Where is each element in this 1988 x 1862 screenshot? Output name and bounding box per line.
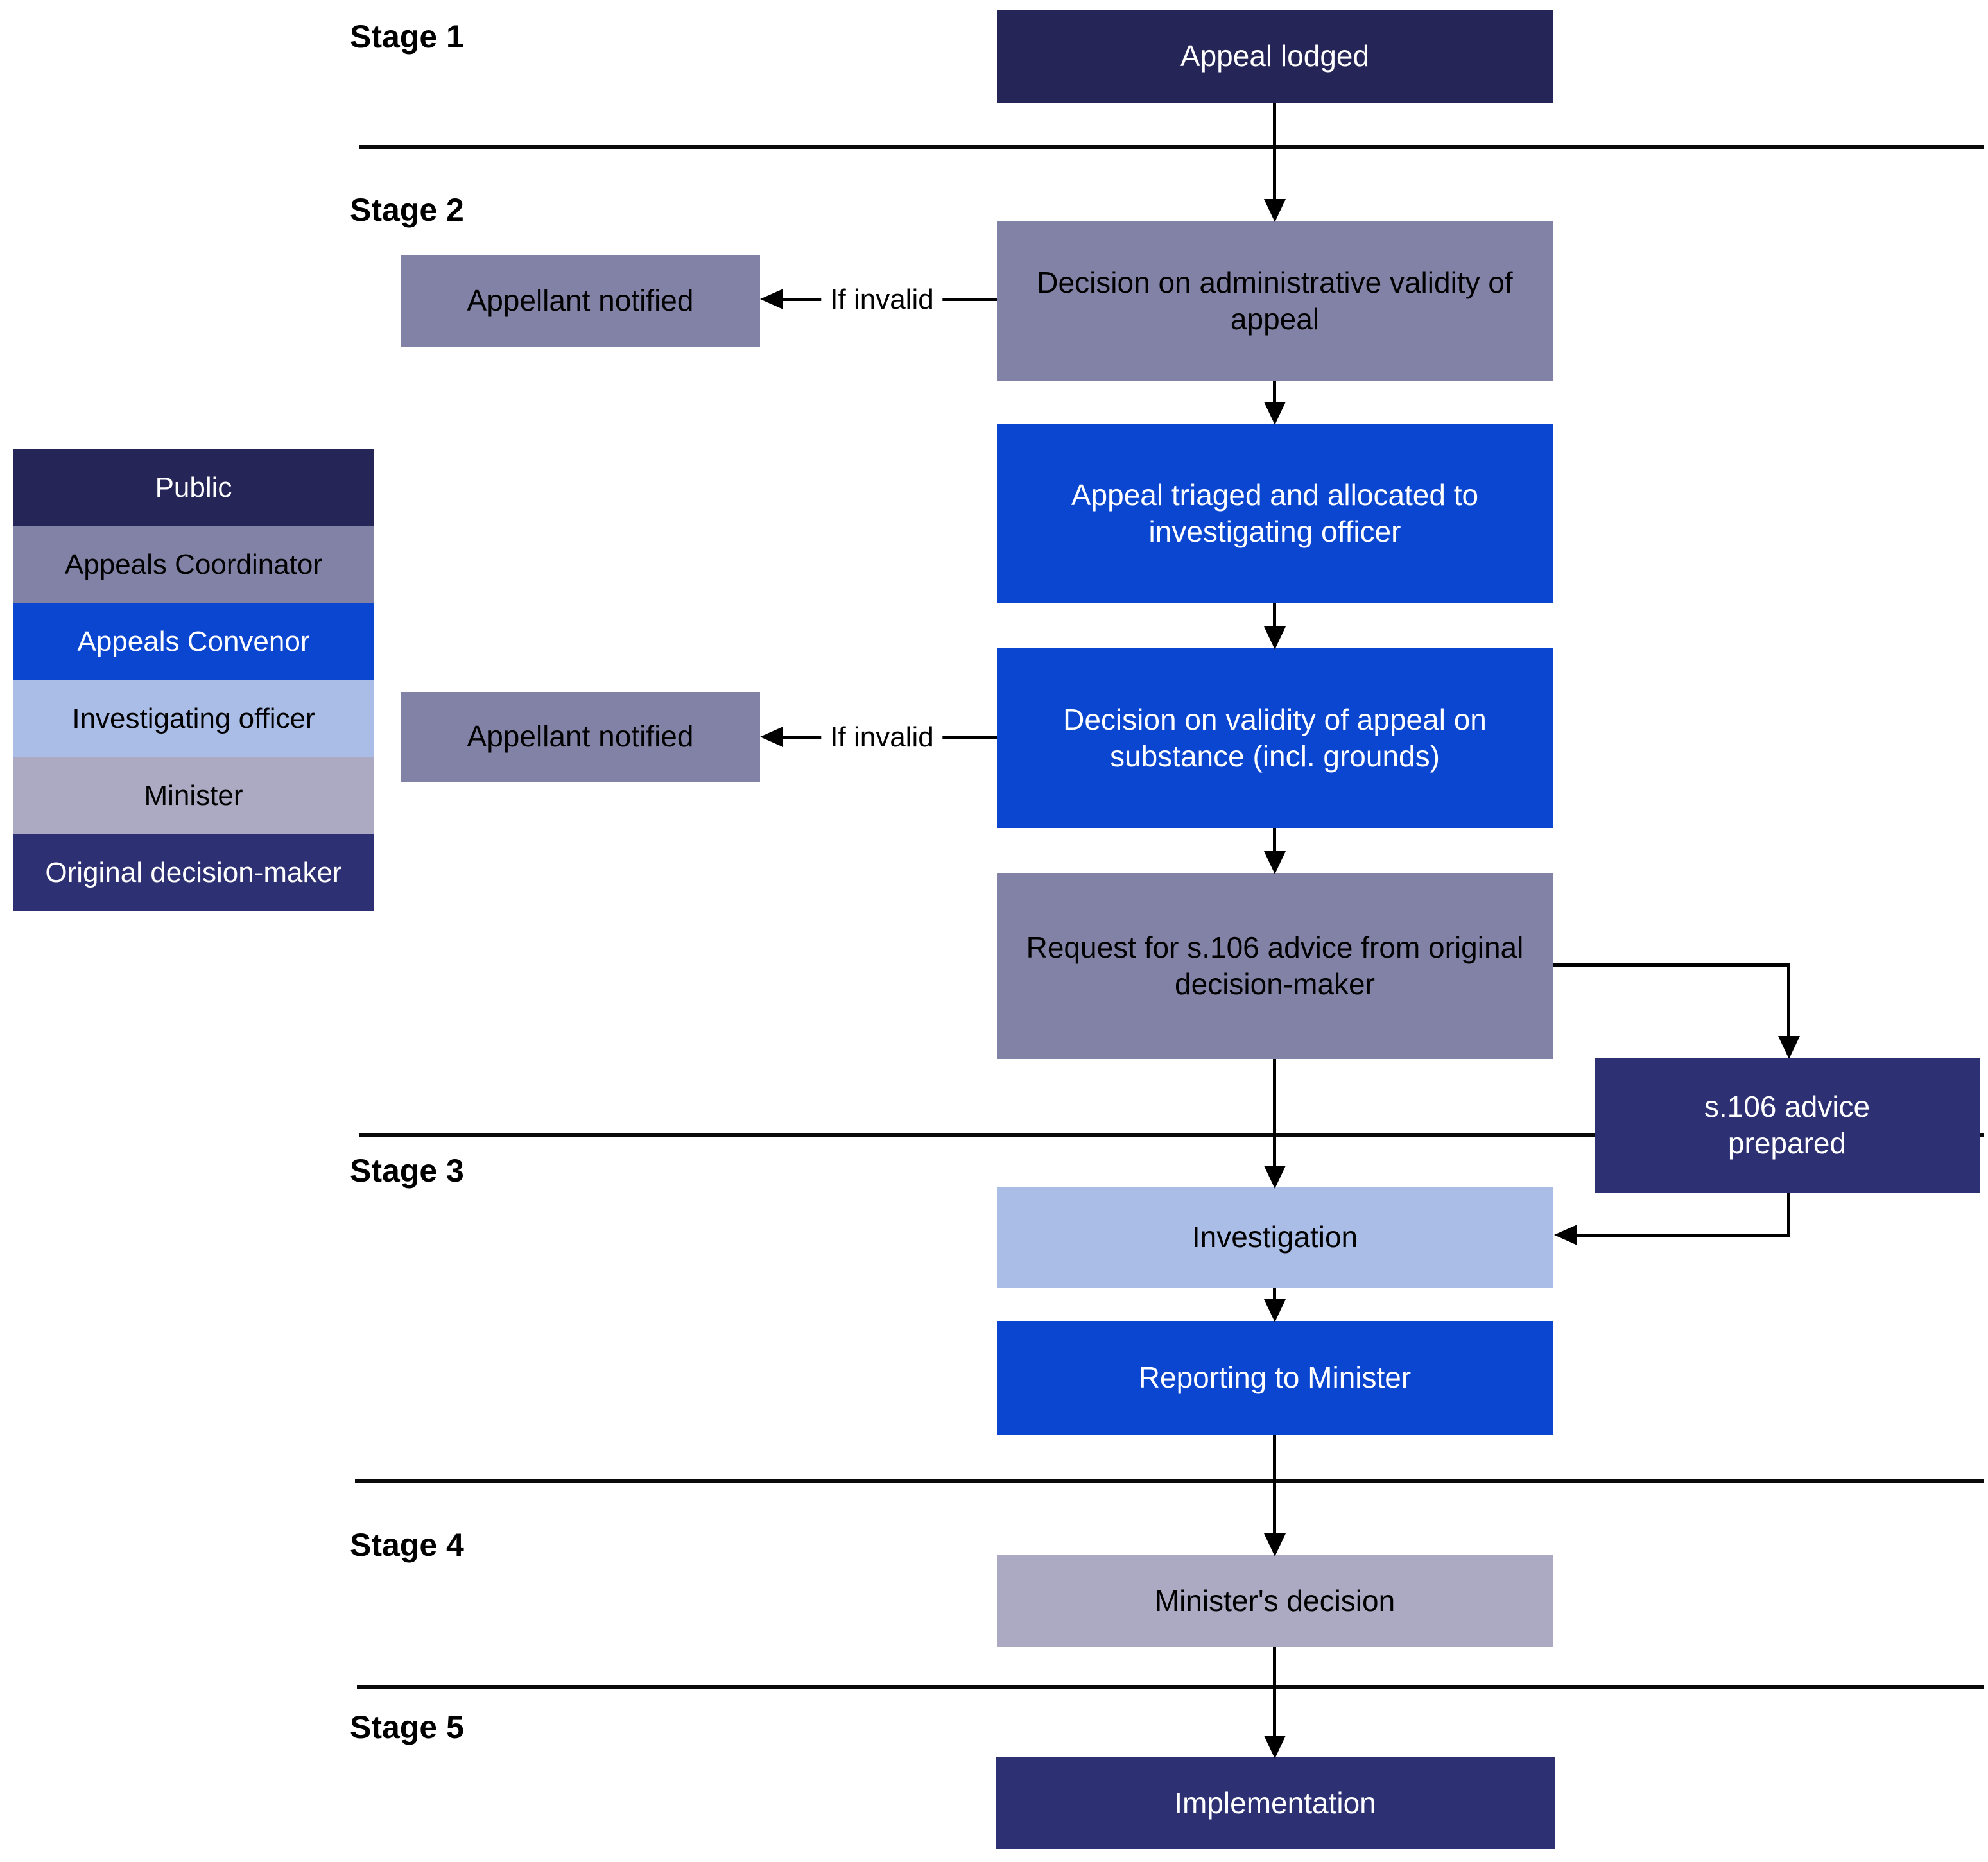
node-label: Decision on administrative validity of a… <box>1037 265 1513 336</box>
stage-3-4-divider <box>355 1479 1984 1483</box>
node-appellant-notified-1: Appellant notified <box>401 255 760 347</box>
legend-label: Appeals Convenor <box>77 626 310 657</box>
node-label: Appeal triaged and allocated to investig… <box>1071 478 1479 549</box>
stage-4-label: Stage 4 <box>350 1527 464 1563</box>
stage-4-5-divider <box>357 1685 1984 1689</box>
arrowhead-down-icon <box>1264 626 1286 650</box>
node-label: Decision on validity of appeal on substa… <box>1063 702 1487 773</box>
connector-line <box>1273 1288 1276 1299</box>
connector-line <box>1273 381 1276 402</box>
if-invalid-label: If invalid <box>821 720 943 755</box>
node-s106-advice-prepared: s.106 advice prepared <box>1595 1058 1980 1193</box>
arrowhead-left-icon <box>760 727 783 747</box>
node-label: Investigation <box>1191 1220 1358 1254</box>
node-label: Appellant notified <box>467 720 694 754</box>
connector-line <box>1273 603 1276 626</box>
stage-5-label: Stage 5 <box>350 1709 464 1745</box>
stage-1-label: Stage 1 <box>350 19 464 55</box>
legend-item-appeals-coordinator: Appeals Coordinator <box>13 526 374 603</box>
node-label: Appellant notified <box>467 283 694 317</box>
node-decision-substance: Decision on validity of appeal on substa… <box>997 648 1553 828</box>
arrowhead-down-icon <box>1778 1036 1800 1059</box>
legend-item-original-decision-maker: Original decision-maker <box>13 834 374 911</box>
arrowhead-down-icon <box>1264 1533 1286 1556</box>
stage-1-2-divider <box>359 145 1984 149</box>
connector-line <box>1273 1059 1276 1166</box>
connector-line <box>1787 1193 1790 1237</box>
legend-label: Investigating officer <box>72 703 315 734</box>
connector-line <box>1553 963 1790 967</box>
node-appeal-lodged: Appeal lodged <box>997 10 1553 103</box>
node-implementation: Implementation <box>996 1757 1555 1849</box>
stage-2-3-divider <box>359 1133 1984 1137</box>
node-label: Appeal lodged <box>1180 39 1370 73</box>
stage-3-label: Stage 3 <box>350 1153 464 1189</box>
arrowhead-down-icon <box>1264 1166 1286 1189</box>
node-label: Implementation <box>1174 1786 1376 1820</box>
node-reporting-to-minister: Reporting to Minister <box>997 1321 1553 1435</box>
node-decision-admin-validity: Decision on administrative validity of a… <box>997 221 1553 381</box>
legend-label: Appeals Coordinator <box>64 549 323 580</box>
connector-line <box>1576 1234 1790 1237</box>
if-invalid-label: If invalid <box>821 282 943 317</box>
node-appellant-notified-2: Appellant notified <box>401 692 760 782</box>
legend-item-investigating-officer: Investigating officer <box>13 680 374 757</box>
legend-item-appeals-convenor: Appeals Convenor <box>13 603 374 680</box>
legend-label: Minister <box>144 780 243 811</box>
legend-label: Original decision-maker <box>45 857 342 888</box>
node-request-s106-advice: Request for s.106 advice from original d… <box>997 873 1553 1059</box>
connector-line <box>1273 103 1276 199</box>
node-investigation: Investigation <box>997 1187 1553 1288</box>
connector-line <box>1273 1647 1276 1736</box>
connector-line <box>1273 1435 1276 1533</box>
arrowhead-down-icon <box>1264 1299 1286 1322</box>
arrowhead-down-icon <box>1264 199 1286 222</box>
legend-item-public: Public <box>13 449 374 526</box>
node-appeal-triaged: Appeal triaged and allocated to investig… <box>997 424 1553 603</box>
connector-line <box>1273 828 1276 851</box>
node-label: s.106 advice prepared <box>1704 1089 1871 1160</box>
arrowhead-left-icon <box>760 289 783 309</box>
node-label: Minister's decision <box>1154 1583 1396 1617</box>
node-label: Request for s.106 advice from original d… <box>1026 930 1524 1001</box>
arrowhead-left-icon <box>1554 1225 1577 1245</box>
connector-line <box>1787 963 1790 1036</box>
legend-item-minister: Minister <box>13 757 374 834</box>
node-ministers-decision: Minister's decision <box>997 1555 1553 1647</box>
stage-2-label: Stage 2 <box>350 192 464 228</box>
arrowhead-down-icon <box>1264 1736 1286 1759</box>
arrowhead-down-icon <box>1264 851 1286 874</box>
arrowhead-down-icon <box>1264 402 1286 425</box>
node-label: Reporting to Minister <box>1138 1361 1412 1395</box>
legend-label: Public <box>155 472 232 503</box>
role-legend: Public Appeals Coordinator Appeals Conve… <box>13 449 374 911</box>
